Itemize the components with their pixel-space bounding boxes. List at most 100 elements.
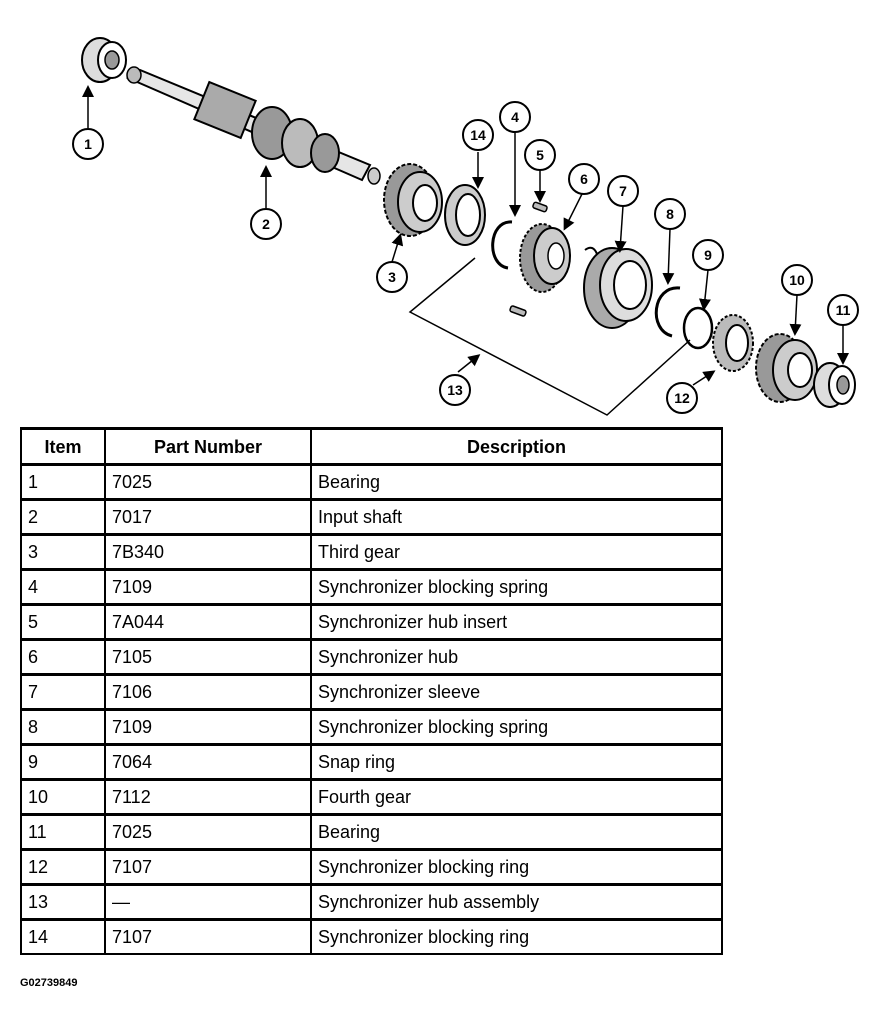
svg-text:12: 12 [674, 390, 690, 406]
cell-item: 4 [20, 568, 106, 606]
cell-description: Snap ring [310, 743, 723, 781]
cell-part-number: 7A044 [104, 603, 312, 641]
cell-item: 9 [20, 743, 106, 781]
cell-item: 2 [20, 498, 106, 536]
callout-1: 1 [72, 128, 104, 160]
cell-item: 7 [20, 673, 106, 711]
svg-text:1: 1 [84, 136, 92, 152]
callout-2: 2 [250, 208, 282, 240]
synchronizer-hub-part [519, 223, 571, 293]
cell-part-number: 7105 [104, 638, 312, 676]
assembly-bracket [408, 257, 691, 416]
cell-part-number: 7107 [104, 848, 312, 886]
svg-text:7: 7 [619, 183, 627, 199]
svg-text:5: 5 [536, 147, 544, 163]
input-shaft-part [125, 66, 381, 185]
svg-text:11: 11 [836, 302, 851, 318]
blocking-ring-part-14 [444, 184, 486, 246]
callout-8: 8 [654, 198, 686, 230]
cell-part-number: — [104, 883, 312, 921]
header-part-number: Part Number [104, 427, 312, 466]
cell-description: Synchronizer blocking spring [310, 708, 723, 746]
svg-text:14: 14 [470, 127, 486, 143]
svg-text:10: 10 [789, 272, 805, 288]
callout-7: 7 [607, 175, 639, 207]
cell-item: 6 [20, 638, 106, 676]
cell-description: Synchronizer hub [310, 638, 723, 676]
cell-description: Bearing [310, 463, 723, 501]
callout-3: 3 [376, 261, 408, 293]
figure-code: G02739849 [20, 977, 78, 989]
blocking-spring-part-8 [654, 286, 681, 338]
cell-description: Input shaft [310, 498, 723, 536]
blocking-ring-part-12 [712, 314, 754, 372]
callout-12: 12 [666, 382, 698, 414]
cell-item: 3 [20, 533, 106, 571]
callout-13: 13 [439, 374, 471, 406]
cell-part-number: 7017 [104, 498, 312, 536]
callout-10: 10 [781, 264, 813, 296]
svg-text:8: 8 [666, 206, 674, 222]
cell-item: 5 [20, 603, 106, 641]
cell-description: Fourth gear [310, 778, 723, 816]
table-row: 13—Synchronizer hub assembly [20, 883, 723, 921]
synchronizer-sleeve-part [583, 247, 653, 329]
cell-item: 1 [20, 463, 106, 501]
callout-5: 5 [524, 139, 556, 171]
callout-4: 4 [499, 101, 531, 133]
exploded-view-diagram: 1 2 3 4 5 6 7 8 9 10 11 12 13 14 [72, 37, 859, 416]
third-gear-part [383, 163, 443, 237]
cell-part-number: 7112 [104, 778, 312, 816]
cell-description: Synchronizer hub insert [310, 603, 723, 641]
svg-text:2: 2 [262, 216, 270, 232]
cell-description: Bearing [310, 813, 723, 851]
cell-description: Third gear [310, 533, 723, 571]
bearing-part-1 [81, 37, 127, 83]
bearing-part-11 [813, 362, 856, 408]
callout-9: 9 [692, 239, 724, 271]
leader-arrows [82, 85, 849, 386]
cell-item: 12 [20, 848, 106, 886]
cell-item: 8 [20, 708, 106, 746]
svg-text:3: 3 [388, 269, 396, 285]
cell-description: Synchronizer hub assembly [310, 883, 723, 921]
cell-description: Synchronizer blocking ring [310, 848, 723, 886]
cell-description: Synchronizer blocking ring [310, 918, 723, 955]
header-item: Item [20, 427, 106, 466]
blocking-spring-part-4 [491, 220, 513, 270]
snap-ring-part [682, 306, 714, 350]
table-header-row: Item Part Number Description [20, 427, 723, 466]
cell-part-number: 7025 [104, 463, 312, 501]
cell-part-number: 7B340 [104, 533, 312, 571]
svg-text:13: 13 [447, 382, 463, 398]
cell-part-number: 7106 [104, 673, 312, 711]
header-description: Description [310, 427, 723, 466]
callout-11: 11 [827, 294, 859, 326]
fourth-gear-part [755, 333, 818, 403]
cell-part-number: 7107 [104, 918, 312, 955]
cell-part-number: 7109 [104, 568, 312, 606]
svg-text:9: 9 [704, 247, 712, 263]
cell-part-number: 7109 [104, 708, 312, 746]
cell-description: Synchronizer blocking spring [310, 568, 723, 606]
hub-insert-part [509, 201, 598, 317]
svg-text:6: 6 [580, 171, 588, 187]
cell-item: 11 [20, 813, 106, 851]
cell-part-number: 7064 [104, 743, 312, 781]
callout-14: 14 [462, 119, 494, 151]
